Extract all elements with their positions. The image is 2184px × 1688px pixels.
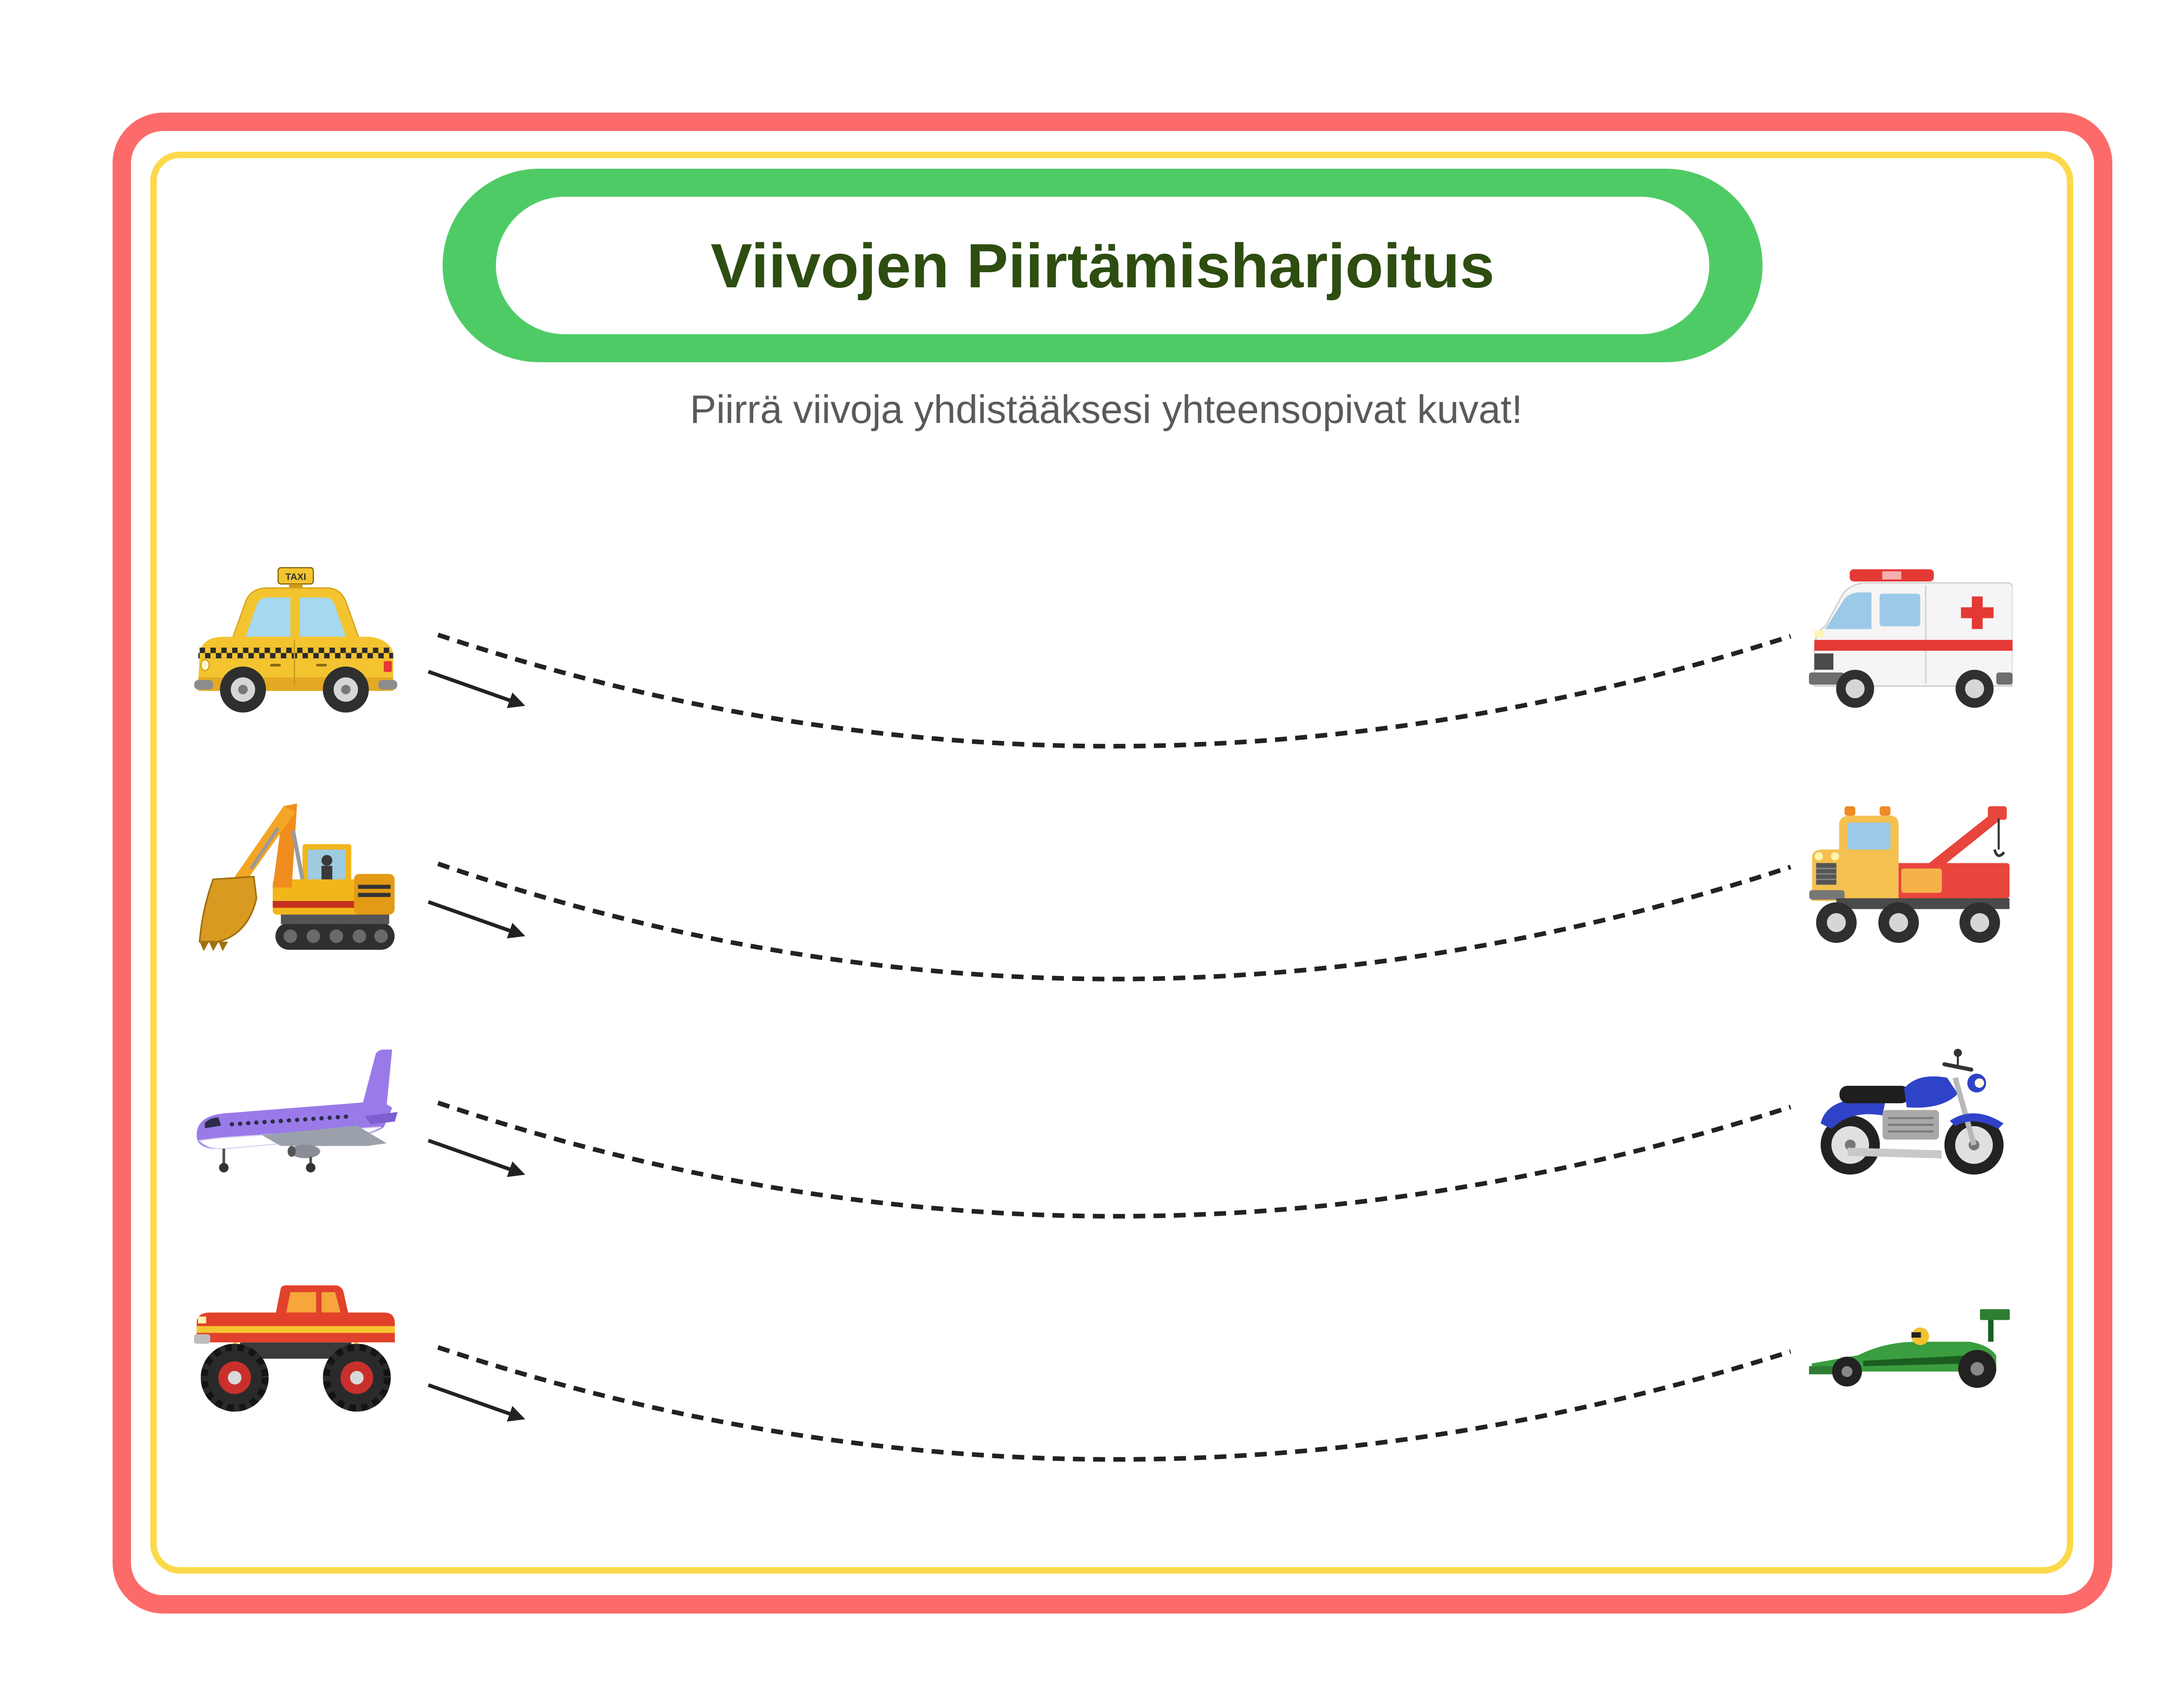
excavator-drawing	[199, 803, 395, 952]
airplane-drawing	[196, 1049, 398, 1173]
start-arrow-1	[427, 670, 525, 708]
taxi-drawing: TAXI	[194, 567, 398, 713]
start-arrow-3	[427, 1139, 525, 1177]
trace-line-4	[437, 1345, 1792, 1462]
page-title: Viivojen Piirtämisharjoitus	[711, 230, 1495, 301]
tow-truck-icon	[1809, 804, 2013, 946]
trace-line-3	[437, 1101, 1792, 1219]
taxi-icon: TAXI	[194, 566, 398, 714]
ambulance-drawing	[1809, 569, 2013, 708]
outer-frame	[113, 113, 2112, 1614]
ambulance-icon	[1809, 569, 2013, 709]
start-arrow-2	[427, 900, 525, 939]
title-banner: Viivojen Piirtämisharjoitus	[443, 169, 1763, 362]
monster-truck-icon	[194, 1283, 398, 1413]
monster-truck-drawing	[194, 1285, 395, 1412]
excavator-icon	[194, 801, 398, 952]
taxi-sign-label: TAXI	[285, 571, 306, 582]
motorcycle-drawing	[1820, 1049, 2004, 1175]
title-banner-inner: Viivojen Piirtämisharjoitus	[496, 197, 1709, 334]
trace-line-1	[437, 633, 1792, 749]
tow-truck-drawing	[1809, 806, 2010, 943]
start-arrow-4	[427, 1383, 525, 1422]
race-car-drawing	[1809, 1309, 2010, 1388]
trace-line-2	[437, 861, 1792, 981]
instructions-subtitle: Piirrä viivoja yhdistääksesi yhteensopiv…	[690, 388, 1523, 432]
motorcycle-icon	[1809, 1048, 2013, 1177]
race-car-icon	[1809, 1306, 2013, 1391]
airplane-icon	[194, 1048, 398, 1177]
inner-frame	[150, 152, 2073, 1574]
